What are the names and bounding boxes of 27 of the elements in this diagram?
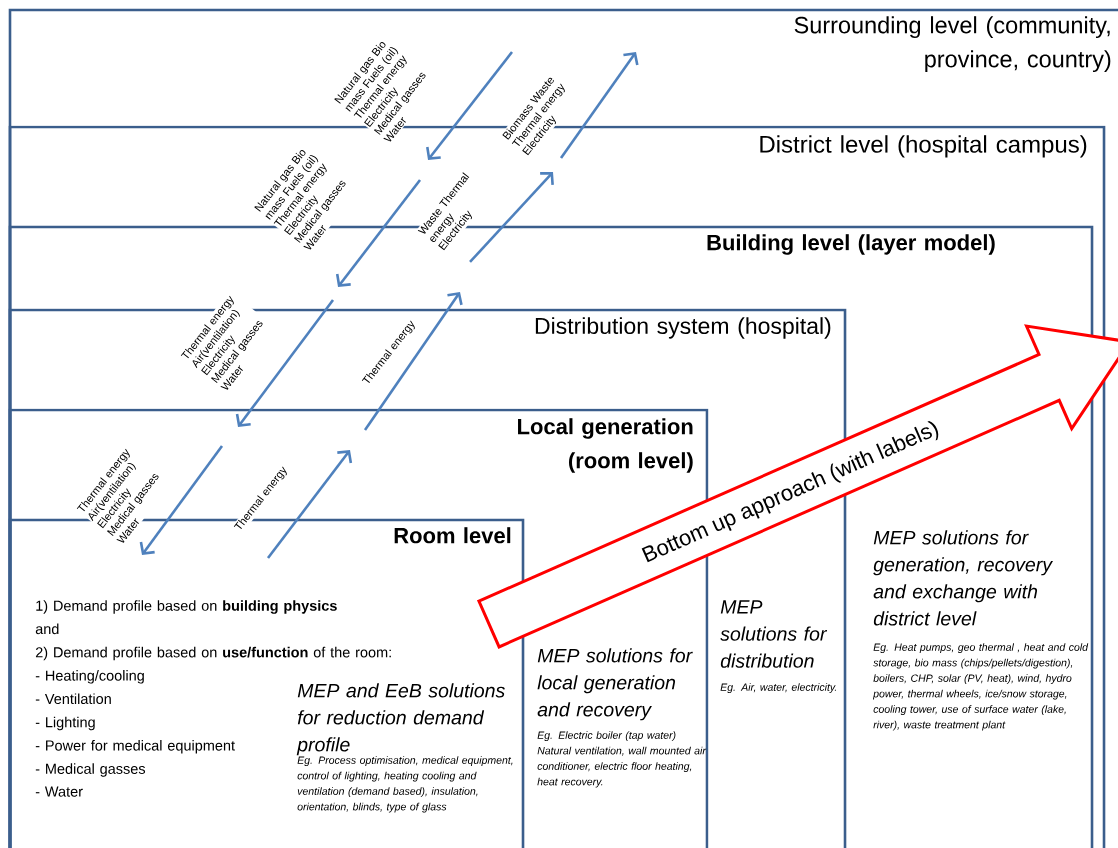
demand-list-item: 1) Demand profile based on building physics xyxy=(36,600,337,614)
level-heading: District level (hospital campus) xyxy=(760,135,1087,158)
arrow xyxy=(469,172,554,263)
arrow xyxy=(266,450,353,559)
demand-list-item: - Heating/cooling xyxy=(35,670,144,684)
demand-list-item: and xyxy=(35,623,59,635)
demand-list-item: - Power for medical equipment xyxy=(35,740,235,754)
solution-heading: MEP and EeB solutions for reduction demand profile xyxy=(296,683,505,756)
solution-heading: MEP solutions for local generation and recovery xyxy=(537,648,693,721)
solution-heading: MEP solutions for generation, recovery and exchange with district level xyxy=(873,530,1053,626)
demand-list-item: - Water xyxy=(35,786,83,797)
demand-list-item: - Lighting xyxy=(35,716,95,731)
level-heading: Surrounding level (community, province, country) xyxy=(794,16,1111,73)
demand-list-item: - Medical gasses xyxy=(35,763,146,777)
arrow xyxy=(426,51,514,160)
arrow xyxy=(559,52,639,159)
level-heading: Local generation (room level) xyxy=(518,418,693,473)
demand-list-item: - Ventilation xyxy=(35,693,111,705)
arrow xyxy=(139,445,224,555)
example-text: Eg. Electric boiler (tap water) Natural ventilation, wall mounted air conditioner, electric floor heating, heat recovery. xyxy=(537,731,707,788)
example-text: Eg. Air, water, electricity. xyxy=(720,683,836,693)
example-text: Eg. Process optimisation, medical equipment, control of lighting, heating cooling and ventilation (demand based), insulation, orientation, blinds, type of glass xyxy=(297,756,513,813)
level-heading: Building level (layer model) xyxy=(707,234,995,255)
arrow xyxy=(235,299,335,427)
demand-list-item: 2) Demand profile based on use/function of the room: xyxy=(35,646,391,661)
arrow xyxy=(363,292,463,431)
arrow xyxy=(335,179,422,287)
